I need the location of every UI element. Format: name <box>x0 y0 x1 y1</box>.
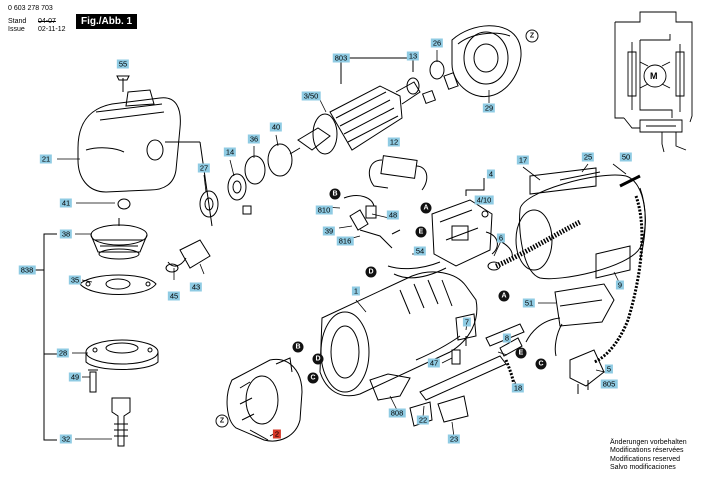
cord-6 <box>487 219 582 271</box>
callout-38[interactable]: 38 <box>59 229 73 239</box>
struck-date: 04-07 <box>38 18 56 25</box>
callout-47[interactable]: 47 <box>427 358 441 368</box>
note-spanish: Salvo modificaciones <box>610 463 676 471</box>
switch-parts <box>409 313 525 427</box>
callout-22[interactable]: 22 <box>416 415 430 425</box>
modification-notes: Änderungen vorbehalten Modifications rés… <box>610 439 687 472</box>
housing-cover-25 <box>515 167 646 280</box>
callout-810[interactable]: 810 <box>315 205 333 215</box>
callout-9[interactable]: 9 <box>615 280 625 290</box>
callout-3-50[interactable]: 3/50 <box>301 91 321 101</box>
figure-label: Fig./Abb. 1 <box>76 14 138 29</box>
callout-54[interactable]: 54 <box>413 246 427 256</box>
callout-39[interactable]: 39 <box>322 226 336 236</box>
callout-805[interactable]: 805 <box>600 379 618 389</box>
callout-40[interactable]: 40 <box>269 122 283 132</box>
power-cord <box>525 195 644 394</box>
callout-2-highlighted[interactable]: 2 <box>272 429 282 439</box>
callout-48[interactable]: 48 <box>386 210 400 220</box>
gear-housing-21 <box>77 75 181 193</box>
connector-d-marker: D <box>312 353 324 365</box>
callout-55[interactable]: 55 <box>116 59 130 69</box>
connector-c-marker: C <box>535 358 547 370</box>
callout-816[interactable]: 816 <box>336 236 354 246</box>
callout-21[interactable]: 21 <box>39 154 53 164</box>
callout-13[interactable]: 13 <box>406 51 420 61</box>
callout-35[interactable]: 35 <box>68 275 82 285</box>
callout-26[interactable]: 26 <box>430 38 444 48</box>
callout-803[interactable]: 803 <box>332 53 350 63</box>
connector-z-marker: Z <box>215 414 229 428</box>
stand-label: Stand <box>8 18 27 25</box>
bearings-pinion <box>165 141 293 273</box>
callout-45[interactable]: 45 <box>167 291 181 301</box>
brush-wiring <box>343 155 447 279</box>
callout-49[interactable]: 49 <box>68 372 82 382</box>
connector-a-marker: A <box>420 202 432 214</box>
connector-b-marker: B <box>292 341 304 353</box>
wiring-schematic <box>606 3 703 153</box>
callout-50[interactable]: 50 <box>619 152 633 162</box>
fan-cover-29 <box>451 25 522 98</box>
callout-14[interactable]: 14 <box>223 147 237 157</box>
callout-18[interactable]: 18 <box>511 383 525 393</box>
callout-6[interactable]: 6 <box>496 233 506 243</box>
callout-808[interactable]: 808 <box>388 408 406 418</box>
callout-32[interactable]: 32 <box>59 434 73 444</box>
connector-e-marker: E <box>415 226 427 238</box>
connector-b-marker: B <box>329 188 341 200</box>
note-english: Modifications reserved <box>610 455 681 463</box>
callout-5[interactable]: 5 <box>604 364 614 374</box>
issue-date: 02-11-12 <box>38 26 66 33</box>
motor-housing-1 <box>319 271 478 401</box>
callout-28[interactable]: 28 <box>56 348 70 358</box>
issue-label: Issue <box>8 26 25 33</box>
callout-41[interactable]: 41 <box>59 198 73 208</box>
callout-1[interactable]: 1 <box>351 286 361 296</box>
callout-17[interactable]: 17 <box>516 155 530 165</box>
note-french: Modifications réservées <box>610 447 684 455</box>
callout-7[interactable]: 7 <box>462 317 472 327</box>
callout-51[interactable]: 51 <box>522 298 536 308</box>
callout-8[interactable]: 8 <box>502 333 512 343</box>
callout-27[interactable]: 27 <box>197 163 211 173</box>
callout-36[interactable]: 36 <box>247 134 261 144</box>
callout-838[interactable]: 838 <box>18 265 36 275</box>
callout-4-10[interactable]: 4/10 <box>474 195 494 205</box>
field-coil-2 <box>226 357 303 442</box>
connector-c-marker: C <box>307 372 319 384</box>
bracket-838 <box>34 233 57 441</box>
callout-4[interactable]: 4 <box>486 169 496 179</box>
armature <box>289 57 459 155</box>
gear-stack <box>79 198 159 447</box>
connector-d-marker: D <box>365 266 377 278</box>
callout-23[interactable]: 23 <box>447 434 461 444</box>
part-number: 0 603 278 703 <box>8 5 53 12</box>
motor-symbol-label: M <box>650 71 658 81</box>
callout-29[interactable]: 29 <box>482 103 496 113</box>
callout-12[interactable]: 12 <box>387 137 401 147</box>
callout-25[interactable]: 25 <box>581 152 595 162</box>
callout-43[interactable]: 43 <box>189 282 203 292</box>
note-german: Änderungen vorbehalten <box>610 439 687 446</box>
connector-e-marker: E <box>515 347 527 359</box>
connector-z-marker: Z <box>525 29 539 43</box>
electronic-module-4 <box>431 178 513 267</box>
connector-a-marker: A <box>498 290 510 302</box>
